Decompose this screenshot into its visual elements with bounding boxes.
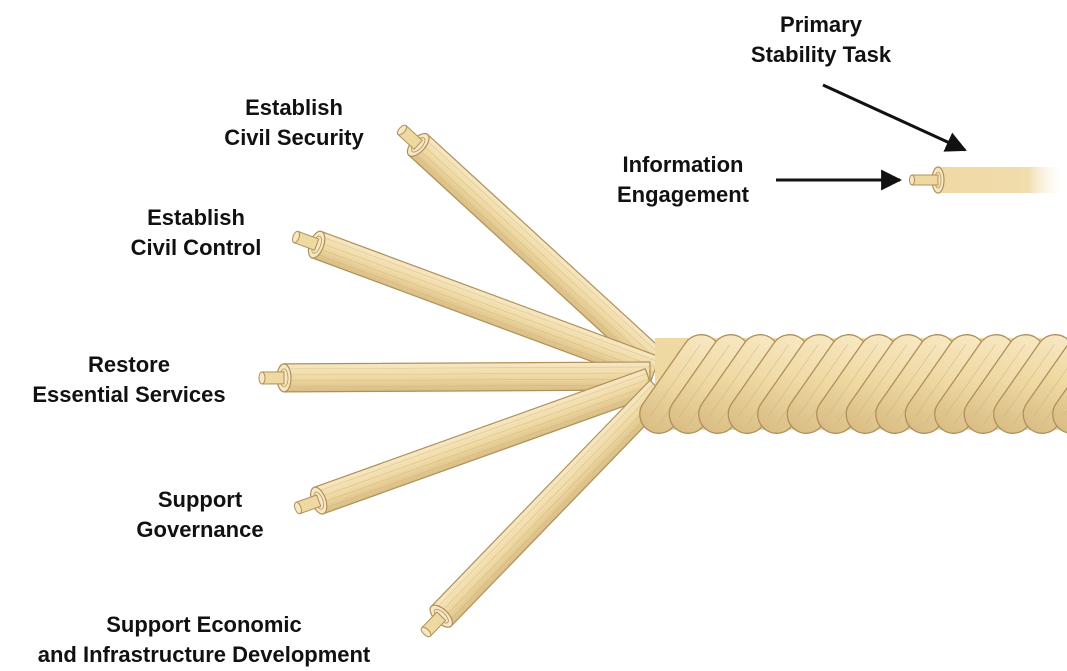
information-engagement-strand bbox=[910, 167, 1067, 193]
primary-task-arrow bbox=[823, 85, 965, 150]
arrows-layer bbox=[776, 85, 965, 180]
strands-layer bbox=[259, 118, 670, 644]
info-strand-body bbox=[936, 167, 1067, 193]
braided-rope bbox=[632, 320, 1067, 460]
